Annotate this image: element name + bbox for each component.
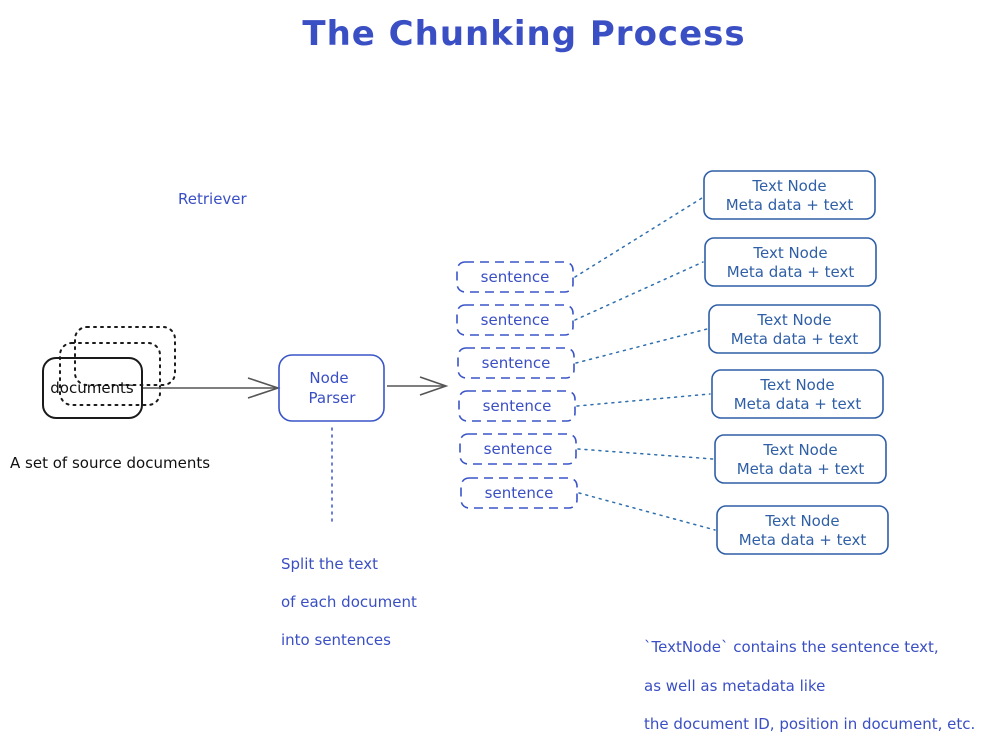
text-node-box: [716, 505, 889, 555]
documents-stack: documents: [42, 326, 176, 419]
textnode-note-line: the document ID, position in document, e…: [644, 715, 975, 733]
text-node-box: [714, 434, 887, 484]
sentence-label: sentence: [482, 354, 551, 372]
arrow-head: [247, 377, 281, 399]
sentence-to-node-connector: [576, 393, 711, 407]
sentence-chunk: sentence: [456, 304, 574, 336]
node-parser: Node Parser: [278, 354, 385, 422]
node-parser-box: [278, 354, 385, 422]
sentence-chunk: sentence: [460, 477, 578, 509]
sentence-to-node-connector: [574, 261, 704, 321]
sentence-list: sentence sentence sentence sentence sentence…: [456, 261, 578, 509]
text-node-box: [708, 304, 881, 354]
text-node-title: Text Node: [756, 311, 831, 329]
sentence-chunk: sentence: [458, 390, 576, 422]
node-parser-line2: Parser: [309, 389, 357, 407]
sentence-node-links: [574, 197, 716, 531]
sentence-chunk: sentence: [457, 347, 575, 379]
arrow-parser-to-sentences: [387, 376, 449, 396]
text-node-box: [704, 237, 877, 287]
text-node-subtitle: Meta data + text: [734, 395, 862, 413]
sentence-label: sentence: [481, 268, 550, 286]
split-note-line: Split the text: [281, 555, 378, 573]
sentence-to-node-connector: [578, 492, 716, 531]
text-node-subtitle: Meta data + text: [731, 330, 859, 348]
sentence-chunk: sentence: [456, 261, 574, 293]
sentence-box: [460, 477, 578, 509]
sentence-label: sentence: [485, 484, 554, 502]
node-parser-line1: Node: [309, 369, 348, 387]
sentence-box: [456, 261, 574, 293]
documents-label: documents: [50, 379, 134, 397]
textnode-note: `TextNode` contains the sentence text, a…: [644, 638, 975, 733]
sentence-to-node-connector: [577, 448, 714, 460]
sentence-label: sentence: [484, 440, 553, 458]
document-shadow-middle: [59, 342, 161, 406]
text-node-box: [703, 170, 876, 220]
text-node-subtitle: Meta data + text: [737, 460, 865, 478]
text-node-title: Text Node: [751, 177, 826, 195]
sentence-label: sentence: [481, 311, 550, 329]
sentence-box: [457, 347, 575, 379]
sentence-box: [458, 390, 576, 422]
text-node-box: [711, 369, 884, 419]
split-note: Split the text of each document into sen…: [281, 555, 417, 649]
text-node-title: Text Node: [762, 441, 837, 459]
text-node-title: Text Node: [759, 376, 834, 394]
retriever-label: Retriever: [178, 190, 248, 208]
split-note-line: into sentences: [281, 631, 391, 649]
documents-box: [42, 357, 143, 419]
arrow-head: [419, 376, 449, 396]
textnode-note-line: `TextNode` contains the sentence text,: [644, 638, 939, 656]
documents-caption: A set of source documents: [10, 454, 210, 472]
textnode-note-line: as well as metadata like: [644, 677, 825, 695]
text-node-title: Text Node: [764, 512, 839, 530]
text-node-title: Text Node: [752, 244, 827, 262]
sentence-to-node-connector: [575, 328, 708, 364]
arrow-documents-to-parser: [143, 377, 281, 399]
sentence-label: sentence: [483, 397, 552, 415]
text-node-subtitle: Meta data + text: [726, 196, 854, 214]
sentence-box: [456, 304, 574, 336]
document-shadow-back: [74, 326, 176, 386]
sentence-box: [459, 433, 577, 465]
diagram-title: The Chunking Process: [302, 14, 745, 54]
text-node-subtitle: Meta data + text: [727, 263, 855, 281]
sentence-chunk: sentence: [459, 433, 577, 465]
split-note-line: of each document: [281, 593, 417, 611]
text-node-subtitle: Meta data + text: [739, 531, 867, 549]
sentence-to-node-connector: [574, 197, 703, 278]
